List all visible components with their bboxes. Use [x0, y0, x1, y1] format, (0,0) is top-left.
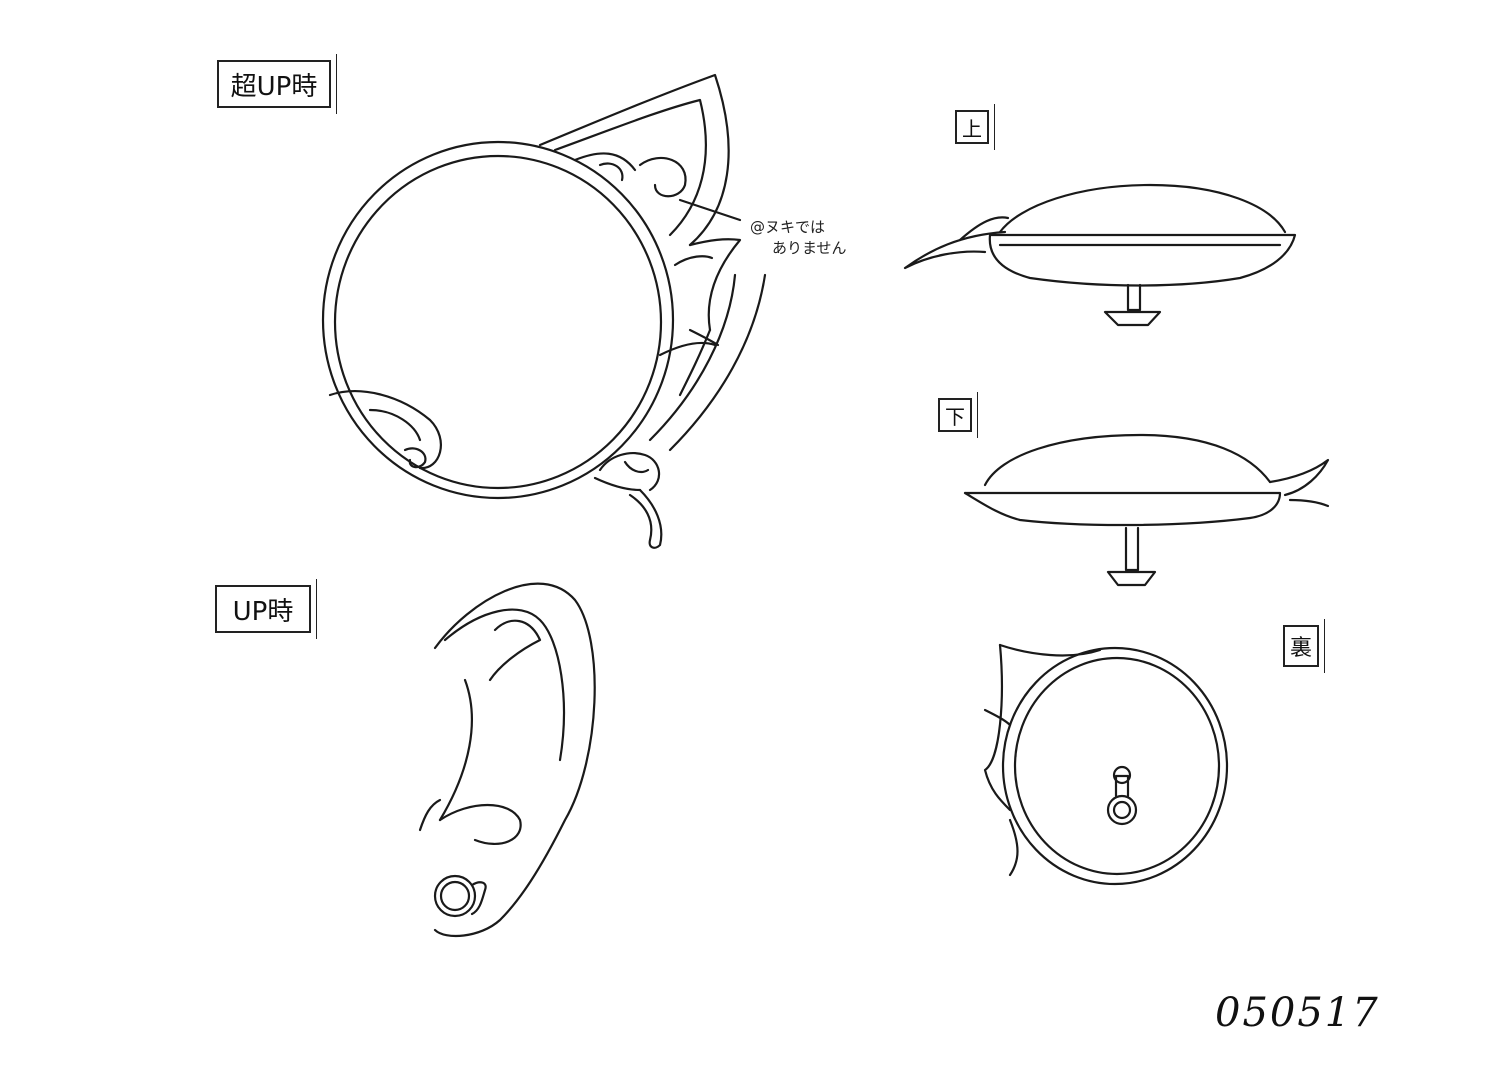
- up-label-text: UP時: [232, 596, 294, 627]
- super-up-label: 超UP時: [217, 54, 337, 114]
- ear-drawing: [418, 582, 596, 937]
- back-view-label: 裏: [1283, 619, 1325, 673]
- top-view-label-text: 上: [962, 116, 982, 141]
- bottom-view-drawing: [963, 433, 1330, 587]
- annotation-note-line2: ありません: [772, 239, 847, 257]
- bottom-view-label: 下: [938, 392, 978, 438]
- annotation-note-line1: @ヌキでは: [750, 218, 826, 236]
- back-view-label-text: 裏: [1289, 636, 1312, 661]
- earring-closeup-drawing: [321, 73, 767, 549]
- date-stamp: 050517: [1215, 990, 1380, 1036]
- annotation-note: @ヌキでは ありません: [750, 217, 847, 259]
- top-view-drawing: [903, 183, 1297, 327]
- up-label: UP時: [215, 579, 317, 639]
- bottom-view-label-text: 下: [945, 404, 965, 429]
- super-up-label-text: 超UP時: [230, 71, 318, 102]
- back-view-drawing: [983, 643, 1229, 886]
- top-view-label: 上: [955, 104, 995, 150]
